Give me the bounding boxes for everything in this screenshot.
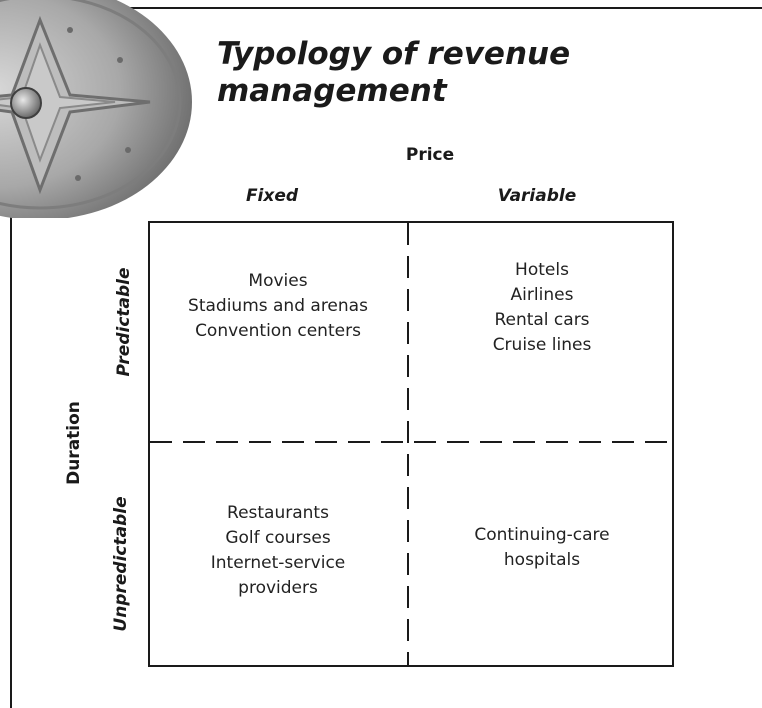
list-item: Convention centers bbox=[195, 321, 361, 341]
row-header-unpredictable: Unpredictable bbox=[111, 496, 131, 632]
quadrant-predictable-variable: Hotels Airlines Rental cars Cruise lines bbox=[410, 258, 674, 358]
column-header-fixed: Fixed bbox=[245, 186, 299, 206]
list-item: Golf courses bbox=[225, 528, 331, 548]
list-item: Movies bbox=[248, 271, 308, 291]
quadrant-unpredictable-fixed: Restaurants Golf courses Internet-servic… bbox=[148, 501, 408, 601]
quadrant-predictable-fixed: Movies Stadiums and arenas Convention ce… bbox=[148, 269, 408, 344]
list-item: providers bbox=[238, 578, 318, 598]
frame-top-border bbox=[10, 7, 762, 9]
quadrant-unpredictable-variable: Continuing-care hospitals bbox=[410, 523, 674, 573]
typology-matrix: Movies Stadiums and arenas Convention ce… bbox=[148, 221, 674, 667]
duration-axis-label: Duration bbox=[64, 401, 84, 485]
diagram-title: Typology of revenue management bbox=[217, 36, 571, 109]
matrix-grid bbox=[148, 221, 674, 667]
list-item: Internet-service bbox=[210, 553, 346, 573]
list-item: Airlines bbox=[510, 285, 574, 305]
frame-left-border bbox=[10, 7, 12, 708]
list-item: Restaurants bbox=[227, 503, 329, 523]
column-header-variable: Variable bbox=[497, 186, 577, 206]
list-item: Continuing-care bbox=[474, 525, 610, 545]
list-item: Rental cars bbox=[494, 310, 590, 330]
row-header-predictable: Predictable bbox=[114, 267, 134, 377]
list-item: hospitals bbox=[503, 550, 581, 570]
shield-emblem-icon bbox=[0, 0, 192, 218]
list-item: Cruise lines bbox=[492, 335, 592, 355]
list-item: Stadiums and arenas bbox=[188, 296, 368, 316]
price-axis-label: Price bbox=[405, 145, 455, 165]
list-item: Hotels bbox=[515, 260, 569, 280]
matrix-border bbox=[148, 221, 674, 667]
